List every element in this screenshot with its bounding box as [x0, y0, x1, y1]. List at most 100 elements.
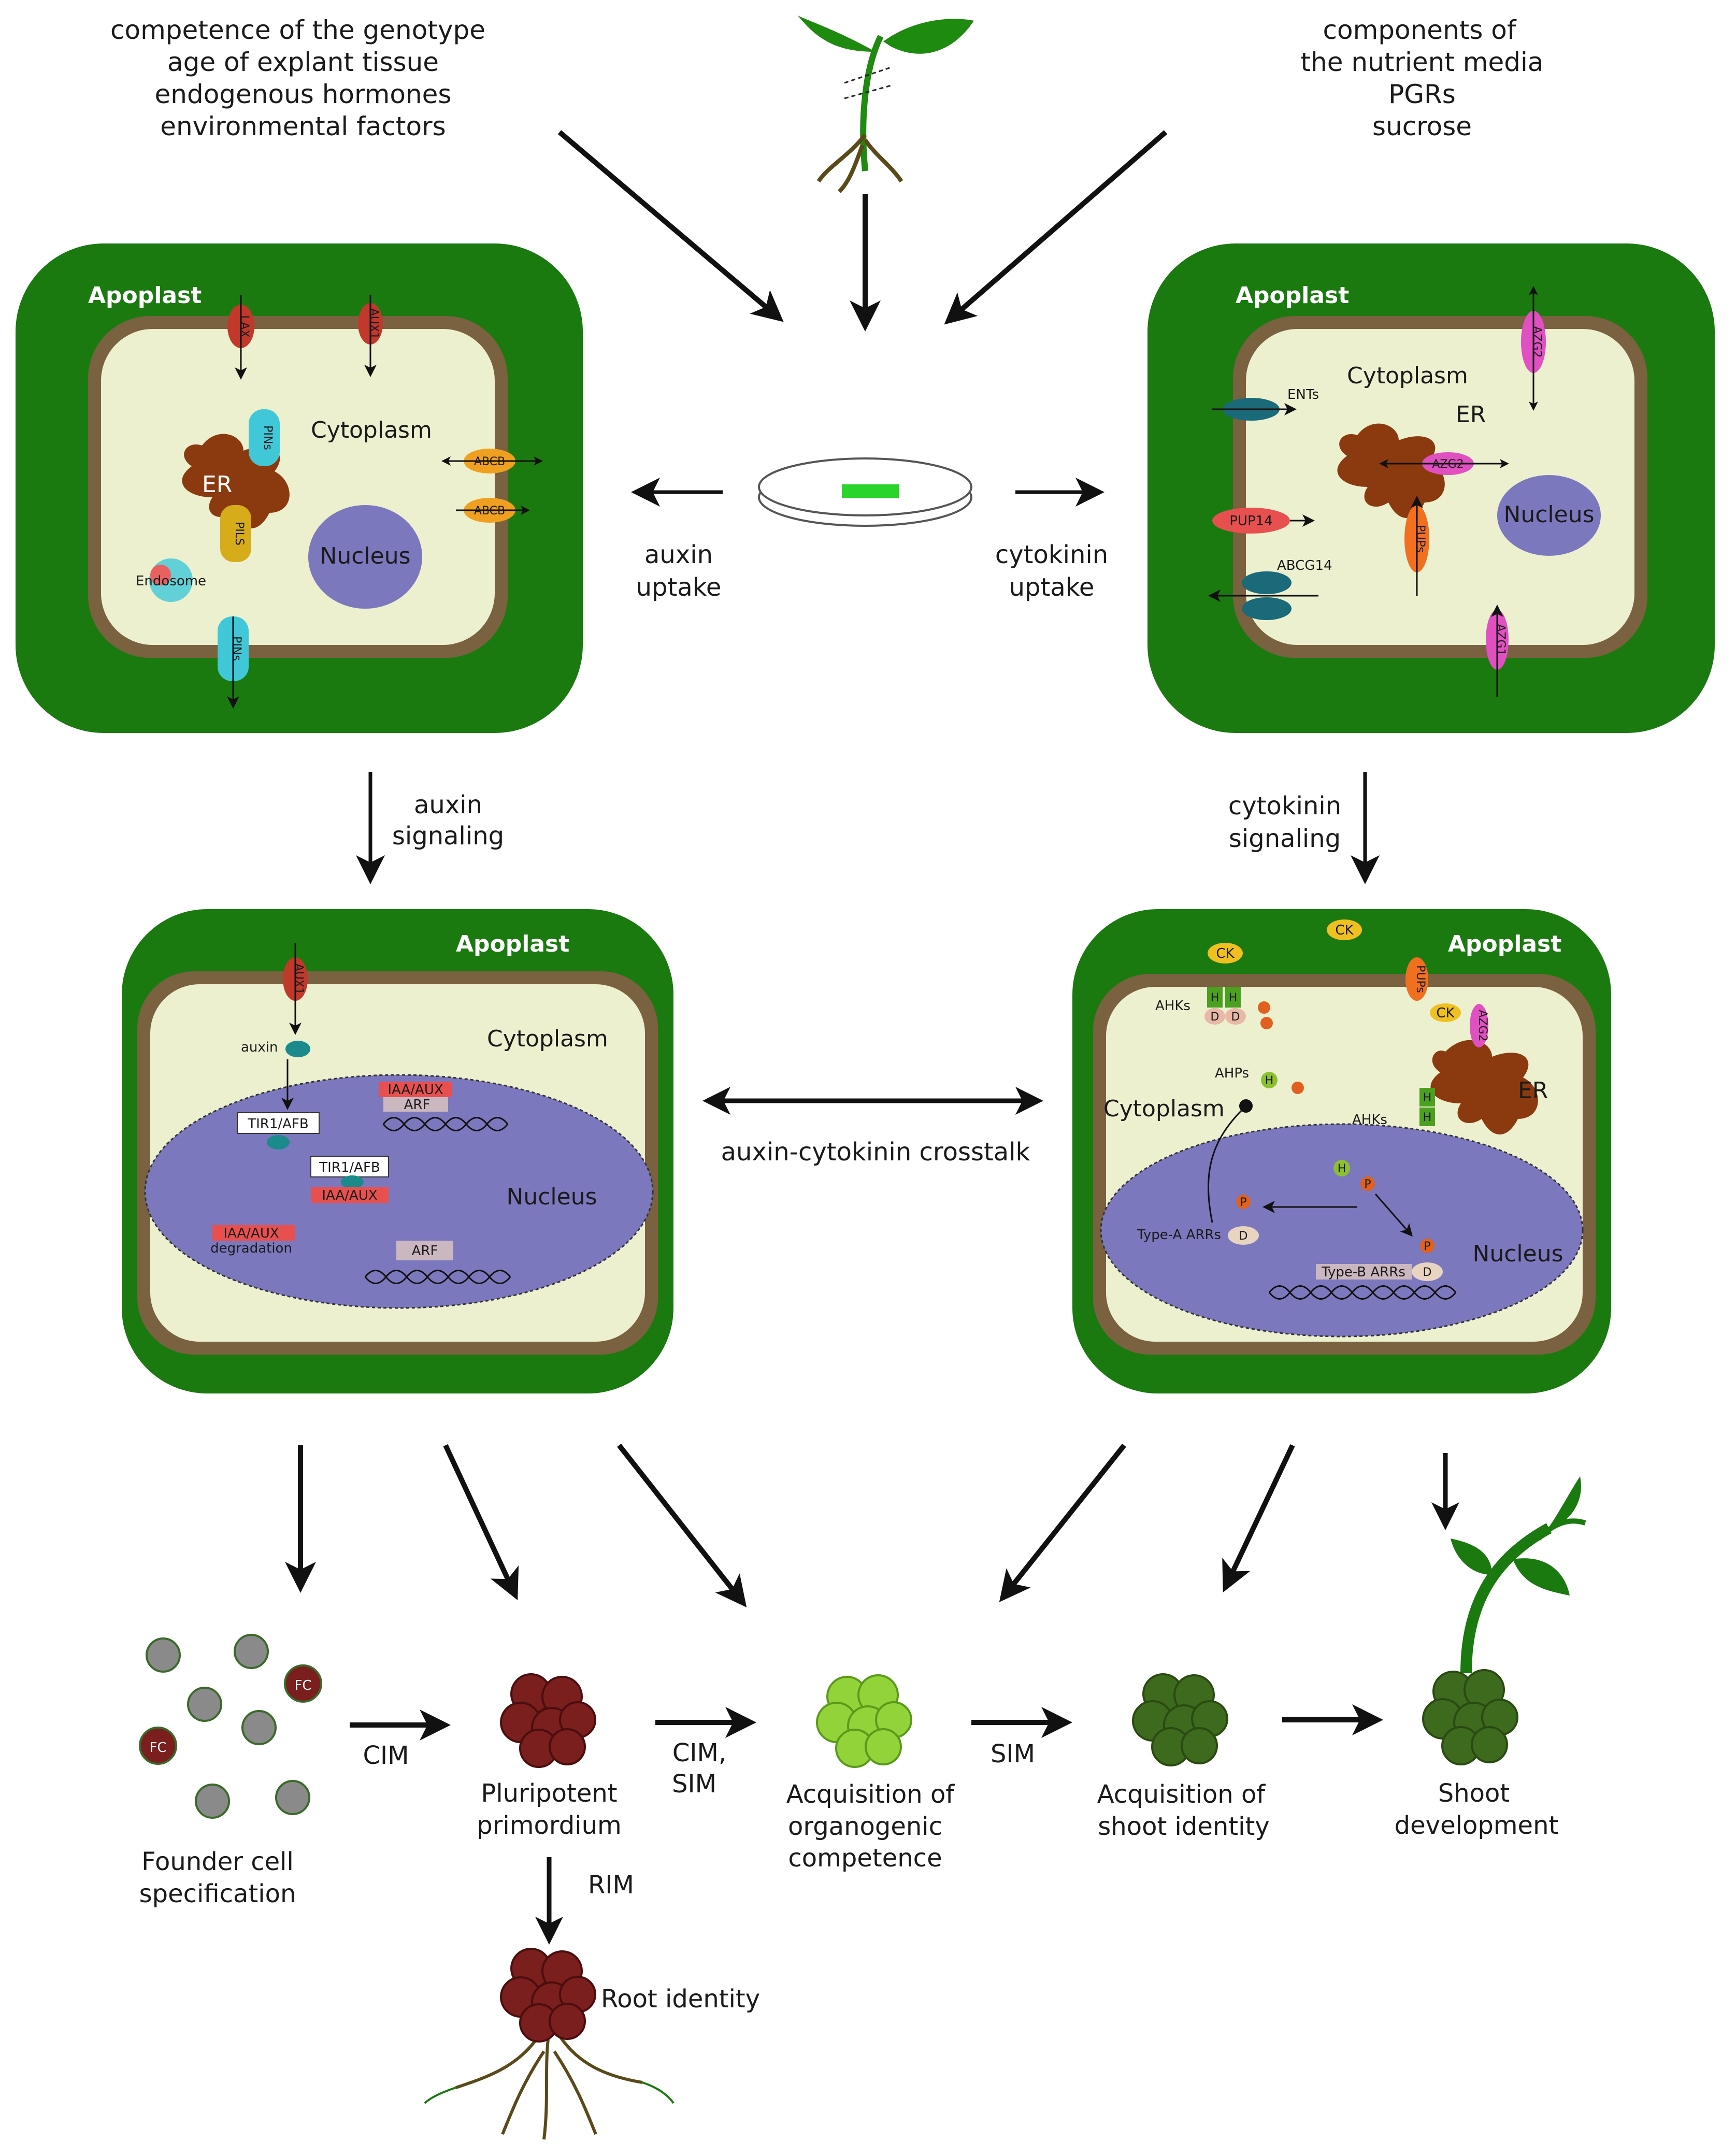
media-factors: components of the nutrient media PGRs su… — [1300, 15, 1543, 141]
cytoplasm-label: Cytoplasm — [311, 417, 432, 443]
ahps-label: AHPs — [1215, 1066, 1249, 1081]
auxin-signaling-label: signaling — [392, 822, 504, 851]
shoot-dev-label: development — [1395, 1811, 1559, 1840]
h-label: H — [1265, 1074, 1274, 1087]
factor-text: components of — [1323, 15, 1517, 45]
ck-label: CK — [1216, 946, 1235, 961]
auxin-uptake-label: auxin — [644, 540, 713, 569]
auxin-uptake-label: uptake — [636, 573, 722, 602]
cim-sim-label: SIM — [672, 1770, 716, 1799]
d-label: D — [1239, 1230, 1248, 1243]
h-label: H — [1229, 991, 1238, 1004]
abcg14-label: ABCG14 — [1277, 558, 1332, 573]
factor-text: endogenous hormones — [155, 79, 452, 109]
p-label: P — [1240, 1196, 1246, 1209]
degradation-label: degradation — [210, 1241, 292, 1256]
arrow — [443, 1444, 519, 1601]
founder-label: Founder cell — [141, 1847, 294, 1876]
cytokinin-signaling-cell: Apoplast Cytoplasm Nucleus ER CK CK PUPs… — [1072, 909, 1611, 1393]
aux1-label: AUX1 — [292, 964, 305, 995]
competence-label: Acquisition of — [786, 1780, 955, 1809]
apoplast-label: Apoplast — [1448, 931, 1561, 957]
nucleus-label: Nucleus — [1472, 1241, 1563, 1267]
founder-label: specification — [139, 1879, 296, 1908]
auxin-uptake-cell: Apoplast Cytoplasm ER Nucleus LAX AUX1 P… — [16, 243, 583, 733]
ck-label: CK — [1436, 1005, 1455, 1021]
type-a-label: Type-A ARRs — [1137, 1227, 1221, 1243]
shoot-identity-cells — [1132, 1673, 1228, 1766]
er-label: ER — [1456, 401, 1486, 428]
factor-text: the nutrient media — [1300, 47, 1543, 77]
p-label: P — [1424, 1240, 1430, 1253]
cim-sim-label: CIM, — [672, 1738, 726, 1767]
root-identity-icon — [424, 1948, 675, 2140]
iaa-degraded-label: IAA/AUX — [223, 1226, 279, 1241]
ck-label: CK — [1335, 923, 1354, 938]
auxin-signaling-label: auxin — [414, 790, 482, 820]
pins-label: PINs — [230, 636, 243, 661]
founder-cells: FC FC — [139, 1634, 322, 1819]
auxin-signaling-cell: Apoplast Cytoplasm Nucleus AUX1 auxin TI… — [122, 909, 673, 1393]
petri-dish-icon — [758, 457, 972, 527]
fc-label: FC — [149, 1740, 166, 1756]
arf-label: ARF — [412, 1243, 438, 1259]
pups-label: PUPs — [1414, 525, 1427, 553]
apoplast-label: Apoplast — [88, 282, 202, 309]
d-label: D — [1231, 1011, 1240, 1024]
fc-label: FC — [294, 1678, 311, 1693]
cytokinin-uptake-cell: Apoplast Cytoplasm ER Nucleus ENTs PUP14… — [1147, 243, 1715, 733]
factor-text: competence of the genotype — [110, 15, 485, 45]
er-label: ER — [202, 471, 232, 498]
tir1-label: TIR1/AFB — [319, 1160, 380, 1175]
factor-text: age of explant tissue — [167, 47, 439, 77]
h-label: H — [1338, 1162, 1346, 1175]
cim-label: CIM — [363, 1741, 409, 1770]
h-label: H — [1423, 1111, 1432, 1124]
pluripotent-label: Pluripotent — [481, 1779, 617, 1808]
arrow — [1222, 1444, 1295, 1593]
arf-label: ARF — [404, 1097, 431, 1113]
azg1-label: AZG1 — [1494, 624, 1507, 655]
seedling-icon — [798, 16, 974, 193]
ahks-label: AHKs — [1352, 1112, 1387, 1128]
nucleus-shape — [308, 505, 422, 609]
shoot-identity-label: Acquisition of — [1097, 1780, 1266, 1809]
apoplast-label: Apoplast — [456, 931, 569, 957]
competence-label: organogenic — [788, 1812, 942, 1841]
nucleus-label: Nucleus — [1503, 501, 1594, 528]
arrow — [999, 1443, 1126, 1602]
lax-label: LAX — [238, 315, 251, 338]
nucleus-label: Nucleus — [320, 543, 410, 569]
er-label: ER — [1518, 1077, 1548, 1104]
azg2-label: AZG2 — [1476, 1010, 1489, 1041]
type-b-label: Type-B ARRs — [1321, 1264, 1405, 1280]
factor-text: environmental factors — [160, 111, 446, 141]
apoplast-label: Apoplast — [1236, 282, 1349, 309]
arrow — [557, 130, 784, 322]
h-label: H — [1211, 991, 1219, 1004]
cytokinin-signaling-label: signaling — [1229, 824, 1341, 853]
h-label: H — [1423, 1091, 1432, 1104]
cytokinin-uptake-label: cytokinin — [995, 540, 1108, 569]
cytokinin-uptake-label: uptake — [1009, 573, 1095, 602]
arrow — [944, 130, 1168, 325]
competent-cells — [816, 1674, 912, 1768]
root-identity-label: Root identity — [601, 1985, 760, 2014]
shoot-development-icon — [1422, 1476, 1586, 1765]
pups-label: PUPs — [1414, 965, 1427, 993]
arrow — [617, 1443, 747, 1607]
pup14-label: PUP14 — [1229, 513, 1272, 529]
iaa-label: IAA/AUX — [322, 1188, 377, 1203]
iaa-label: IAA/AUX — [388, 1082, 443, 1098]
pils-label: PILS — [233, 522, 246, 545]
competence-label: competence — [788, 1844, 942, 1873]
ahks-label: AHKs — [1155, 998, 1190, 1014]
cytoplasm-label: Cytoplasm — [1347, 363, 1468, 389]
factor-text: PGRs — [1388, 79, 1456, 109]
shoot-dev-label: Shoot — [1438, 1779, 1510, 1808]
factor-text: sucrose — [1372, 111, 1472, 141]
nucleus-label: Nucleus — [506, 1184, 597, 1210]
cytoplasm-label: Cytoplasm — [487, 1026, 608, 1052]
d-label: D — [1211, 1011, 1219, 1024]
